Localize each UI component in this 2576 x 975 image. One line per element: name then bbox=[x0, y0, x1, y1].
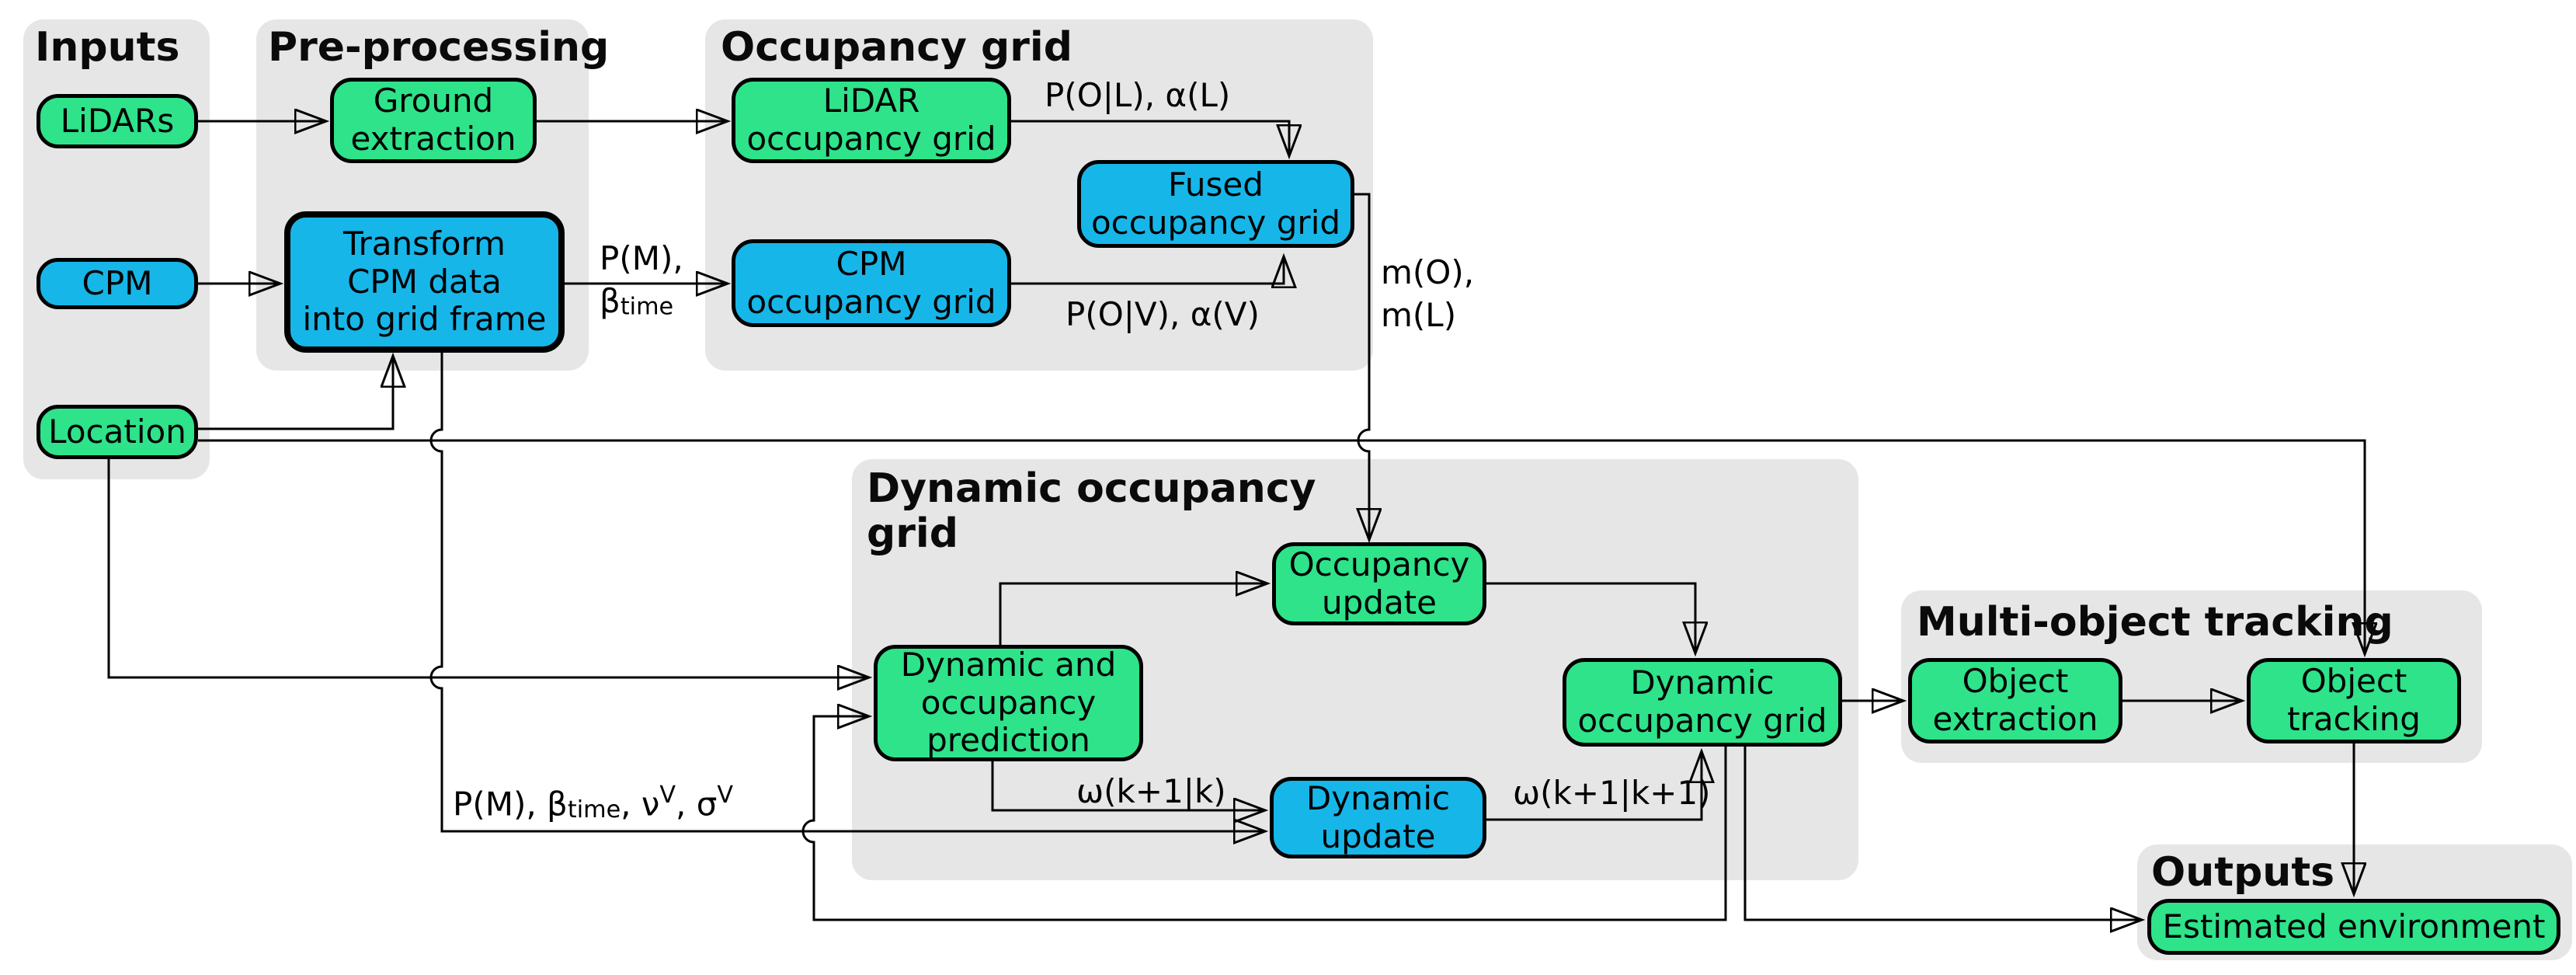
group-title-outputs: Outputs bbox=[2151, 849, 2335, 896]
edge-label-p-o-v: P(O|V), α(V) bbox=[1066, 295, 1260, 333]
group-title-occupancy-grid: Occupancy grid bbox=[721, 24, 1072, 71]
edge-label-m-o-m-l: m(O), m(L) bbox=[1381, 252, 1474, 336]
node-location: Location bbox=[37, 405, 198, 459]
edge-label-omega-updated: ω(k+1|k+1) bbox=[1513, 774, 1711, 812]
node-ground-extraction: Ground extraction bbox=[330, 78, 537, 163]
group-title-preprocessing: Pre-processing bbox=[268, 24, 610, 71]
node-estimated-environment: Estimated environment bbox=[2147, 899, 2560, 955]
edge-label-p-m-line1: P(M), bbox=[600, 239, 683, 277]
group-title-multi-object-tracking: Multi-object tracking bbox=[1917, 599, 2393, 646]
node-transform-cpm: Transform CPM data into grid frame bbox=[284, 211, 565, 353]
edge-label-p-m-beta: P(M), βtime bbox=[600, 238, 683, 322]
node-cpm: CPM bbox=[37, 258, 198, 309]
params-comma-2: , bbox=[676, 785, 697, 824]
group-title-inputs: Inputs bbox=[35, 24, 180, 71]
params-nu-symbol: ν bbox=[641, 785, 660, 824]
node-dynamic-occupancy-prediction: Dynamic and occupancy prediction bbox=[874, 645, 1143, 761]
node-fused-occupancy-grid: Fused occupancy grid bbox=[1077, 160, 1354, 248]
beta-subscript: time bbox=[620, 293, 674, 320]
edge-label-omega-predicted: ω(k+1|k) bbox=[1076, 772, 1226, 810]
node-lidar-occupancy-grid: LiDAR occupancy grid bbox=[732, 78, 1011, 163]
node-object-extraction: Object extraction bbox=[1908, 658, 2122, 743]
group-title-dynamic-occupancy-grid: Dynamic occupancy grid bbox=[867, 465, 1316, 558]
node-occupancy-update: Occupancy update bbox=[1272, 542, 1486, 625]
edge-label-m-o: m(O), bbox=[1381, 253, 1475, 291]
params-comma-1: , bbox=[621, 785, 641, 824]
params-sigma-superscript: V bbox=[717, 782, 734, 809]
node-object-tracking: Object tracking bbox=[2247, 658, 2461, 743]
edge-label-p-o-l: P(O|L), α(L) bbox=[1045, 76, 1231, 114]
params-p-m: P(M), bbox=[453, 785, 548, 824]
node-lidars: LiDARs bbox=[37, 94, 198, 148]
node-dynamic-occupancy-grid: Dynamic occupancy grid bbox=[1563, 658, 1842, 747]
node-cpm-occupancy-grid: CPM occupancy grid bbox=[732, 239, 1011, 327]
params-nu-superscript: V bbox=[659, 782, 676, 809]
params-beta-symbol: β bbox=[547, 785, 568, 824]
edge-label-params: P(M), βtime, νV, σV bbox=[453, 780, 733, 826]
params-sigma-symbol: σ bbox=[696, 785, 718, 824]
node-dynamic-update: Dynamic update bbox=[1270, 777, 1486, 858]
edge-location-to-prediction bbox=[107, 459, 868, 677]
edge-label-m-l: m(L) bbox=[1381, 295, 1457, 334]
edge-label-p-m-line2: βtime bbox=[600, 280, 683, 323]
beta-symbol: β bbox=[600, 281, 621, 320]
params-beta-subscript: time bbox=[567, 796, 621, 824]
